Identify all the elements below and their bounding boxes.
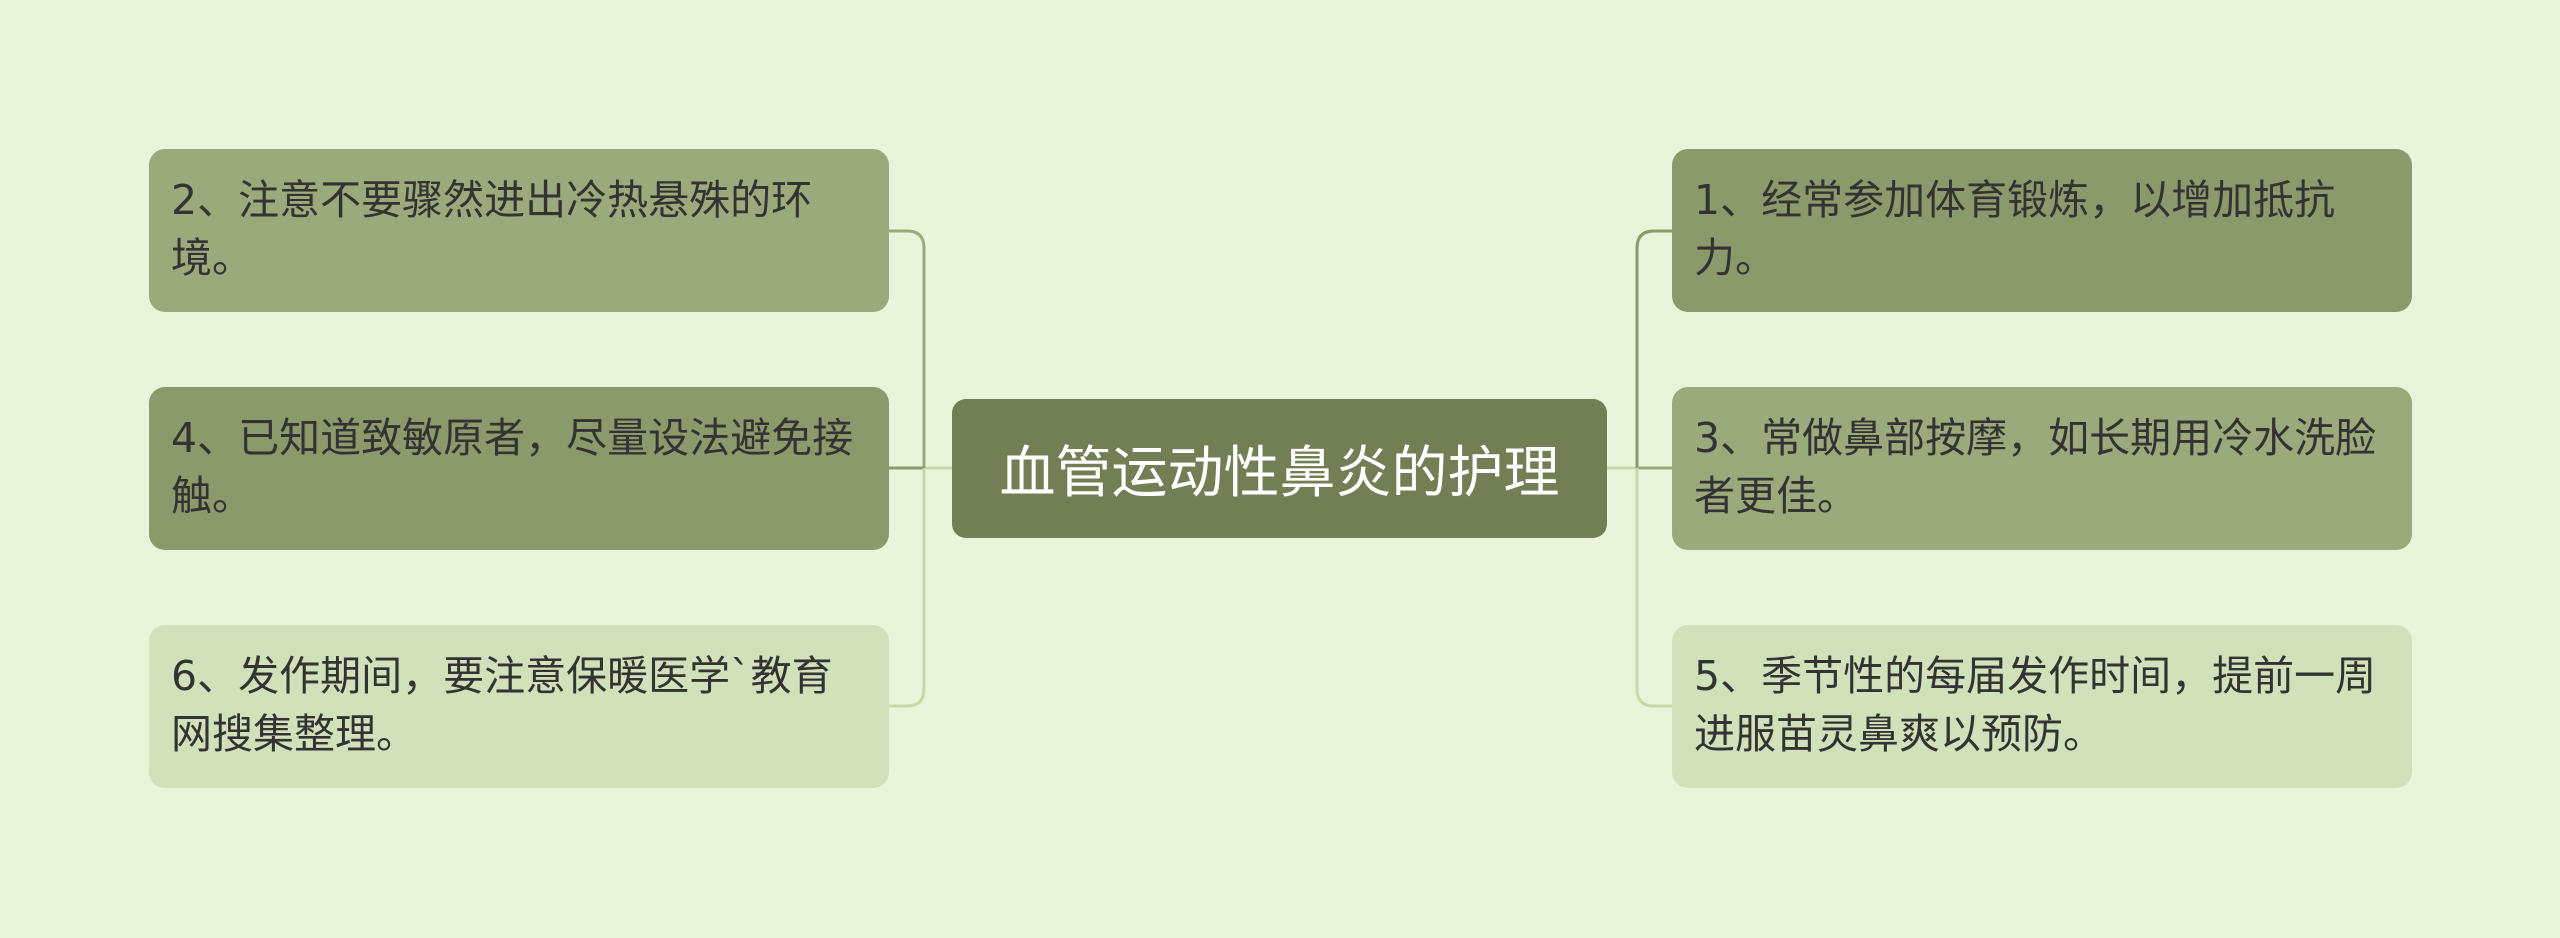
branch-node-left-3[interactable]: 6、发作期间，要注意保暖医学`教育网搜集整理。 [149,625,889,788]
branch-node-label: 3、常做鼻部按摩，如长期用冷水洗脸者更佳。 [1694,414,2377,520]
branch-node-label: 6、发作期间，要注意保暖医学`教育网搜集整理。 [171,652,833,758]
branch-node-left-2[interactable]: 4、已知道致敏原者，尽量设法避免接触。 [149,387,889,550]
branch-node-label: 5、季节性的每届发作时间，提前一周进服苗灵鼻爽以预防。 [1694,652,2377,758]
central-topic[interactable]: 血管运动性鼻炎的护理 [952,399,1607,538]
branch-node-label: 4、已知道致敏原者，尽量设法避免接触。 [171,414,854,520]
connector-left-3 [888,468,926,708]
branch-node-label: 2、注意不要骤然进出冷热悬殊的环境。 [171,176,813,282]
central-topic-label: 血管运动性鼻炎的护理 [999,441,1560,506]
branch-node-left-1[interactable]: 2、注意不要骤然进出冷热悬殊的环境。 [149,149,889,312]
branch-node-right-3[interactable]: 5、季节性的每届发作时间，提前一周进服苗灵鼻爽以预防。 [1672,625,2412,788]
connector-right-3 [1635,468,1673,708]
branch-node-right-1[interactable]: 1、经常参加体育锻炼，以增加抵抗力。 [1672,149,2412,312]
connector-right-1 [1635,229,1673,468]
connector-left-1 [888,229,926,468]
branch-node-right-2[interactable]: 3、常做鼻部按摩，如长期用冷水洗脸者更佳。 [1672,387,2412,550]
branch-node-label: 1、经常参加体育锻炼，以增加抵抗力。 [1694,176,2336,282]
